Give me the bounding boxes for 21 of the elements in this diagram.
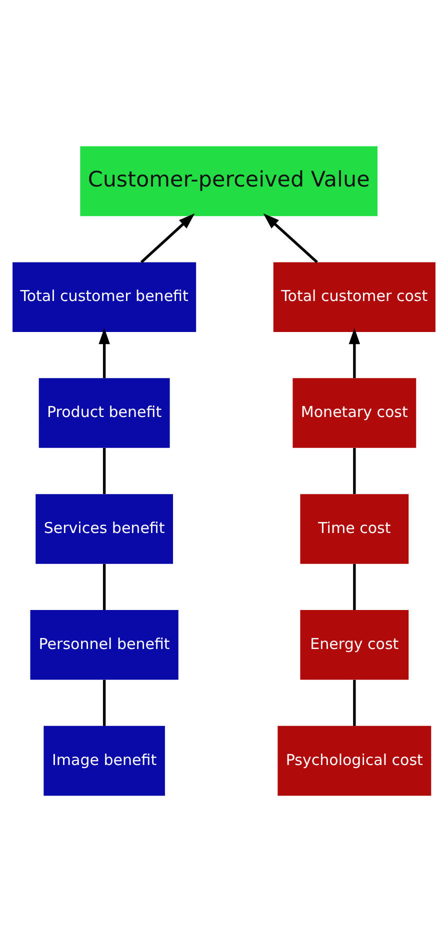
- node-box: Total customer benefit: [12, 262, 196, 332]
- node-box: Energy cost: [300, 610, 409, 680]
- node-box: Services benefit: [36, 494, 174, 564]
- connector: [102, 448, 106, 494]
- node-box: Monetary cost: [292, 378, 416, 448]
- connector: [353, 564, 356, 610]
- node-box: Product benefit: [38, 378, 170, 448]
- node-box: Image benefit: [44, 726, 165, 796]
- connector: [353, 680, 356, 726]
- arrow: [348, 328, 360, 378]
- node-box: Customer-perceived Value: [80, 146, 378, 216]
- node-box: Total customer cost: [273, 262, 436, 332]
- arrow: [263, 213, 318, 264]
- node-box: Time cost: [300, 494, 409, 564]
- node-box: Personnel benefit: [30, 610, 178, 680]
- connector: [353, 448, 356, 494]
- node-box: Psychological cost: [278, 726, 432, 796]
- arrow: [140, 213, 195, 264]
- arrow: [98, 328, 110, 378]
- connector: [102, 680, 106, 726]
- connector: [102, 564, 106, 610]
